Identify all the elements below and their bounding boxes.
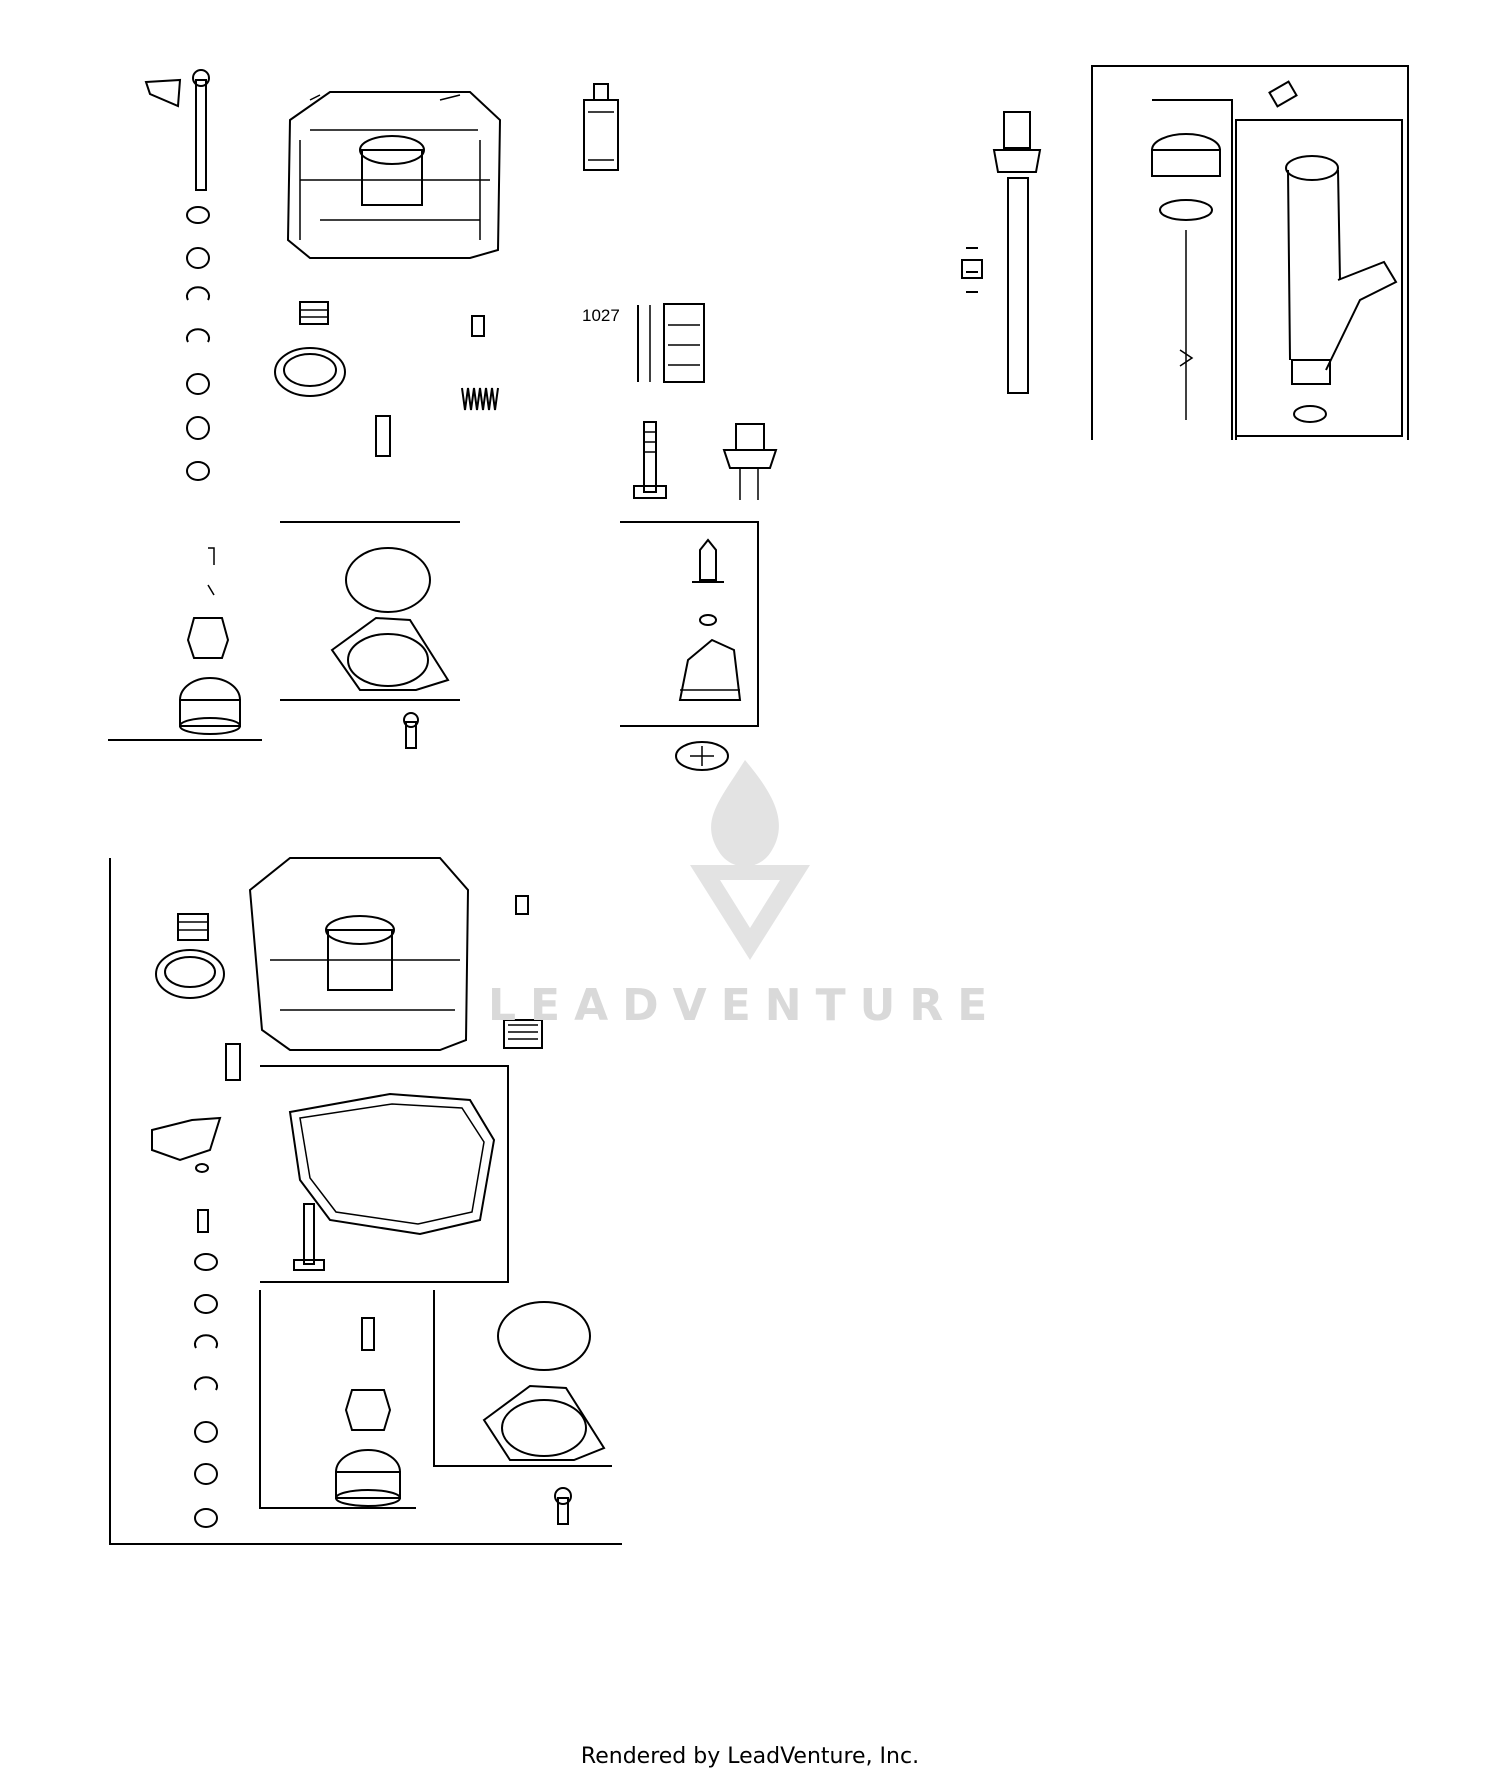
watermark-logo [690, 760, 810, 960]
part-callout-label: 1027 [582, 306, 620, 325]
cover-screw-lower [554, 1487, 572, 1525]
oil-sensor [722, 423, 778, 500]
small-bolt [471, 315, 485, 337]
governor-parts [678, 538, 742, 701]
oil-seal [274, 347, 346, 397]
spring [461, 387, 499, 411]
sump-crankcase-top [286, 91, 502, 259]
small-clip [375, 415, 391, 457]
pump-cover-lower [482, 1301, 606, 1461]
bracket-line-cover-lower [433, 1290, 612, 1467]
bracket-box-gasket [260, 1065, 509, 1283]
bracket-box-lower [109, 858, 622, 1545]
cover-screw [403, 712, 419, 749]
governor-shaft-bolt [633, 421, 667, 499]
gasket-bolt [293, 1203, 325, 1271]
washer-stack-left [186, 206, 210, 481]
bracket-box-dipstick [1091, 65, 1409, 440]
bracket-line-dipstick [1152, 99, 1233, 440]
washer-stack-lower [194, 1163, 218, 1528]
pump-cover-o-ring [330, 547, 450, 691]
small-clip-lower [225, 1043, 241, 1081]
bracket-line-pump-lower [259, 1290, 416, 1509]
callout-bracket-1027 [637, 303, 705, 383]
footer-credit: Rendered by LeadVenture, Inc. [580, 1744, 920, 1769]
pickup-bracket-lower [151, 1116, 222, 1162]
oil-fill-tube [1285, 155, 1398, 423]
watermark-text: LEADVENTURE [488, 980, 1002, 1031]
bracket-box-fill-tube [1235, 119, 1403, 440]
oil-pickup-shaft [144, 69, 210, 191]
governor-gear [675, 741, 729, 771]
dipstick-cap [1151, 133, 1221, 420]
oil-pump-parts-left [179, 547, 241, 735]
oil-seal-lower [155, 949, 225, 999]
drain-plug-lower [177, 913, 209, 941]
small-bolt-lower [515, 895, 529, 915]
dipstick-tube-assembly [961, 111, 1042, 394]
spring-lower [503, 1019, 543, 1049]
bracket-box-governor [620, 521, 759, 727]
drain-plug [299, 301, 329, 325]
oil-pump-parts-lower [335, 1317, 401, 1507]
sump-gasket [288, 1092, 496, 1236]
dipstick-bolt [1268, 80, 1298, 108]
sump-crankcase-bottom [248, 857, 470, 1051]
sealant-tube [583, 83, 619, 171]
